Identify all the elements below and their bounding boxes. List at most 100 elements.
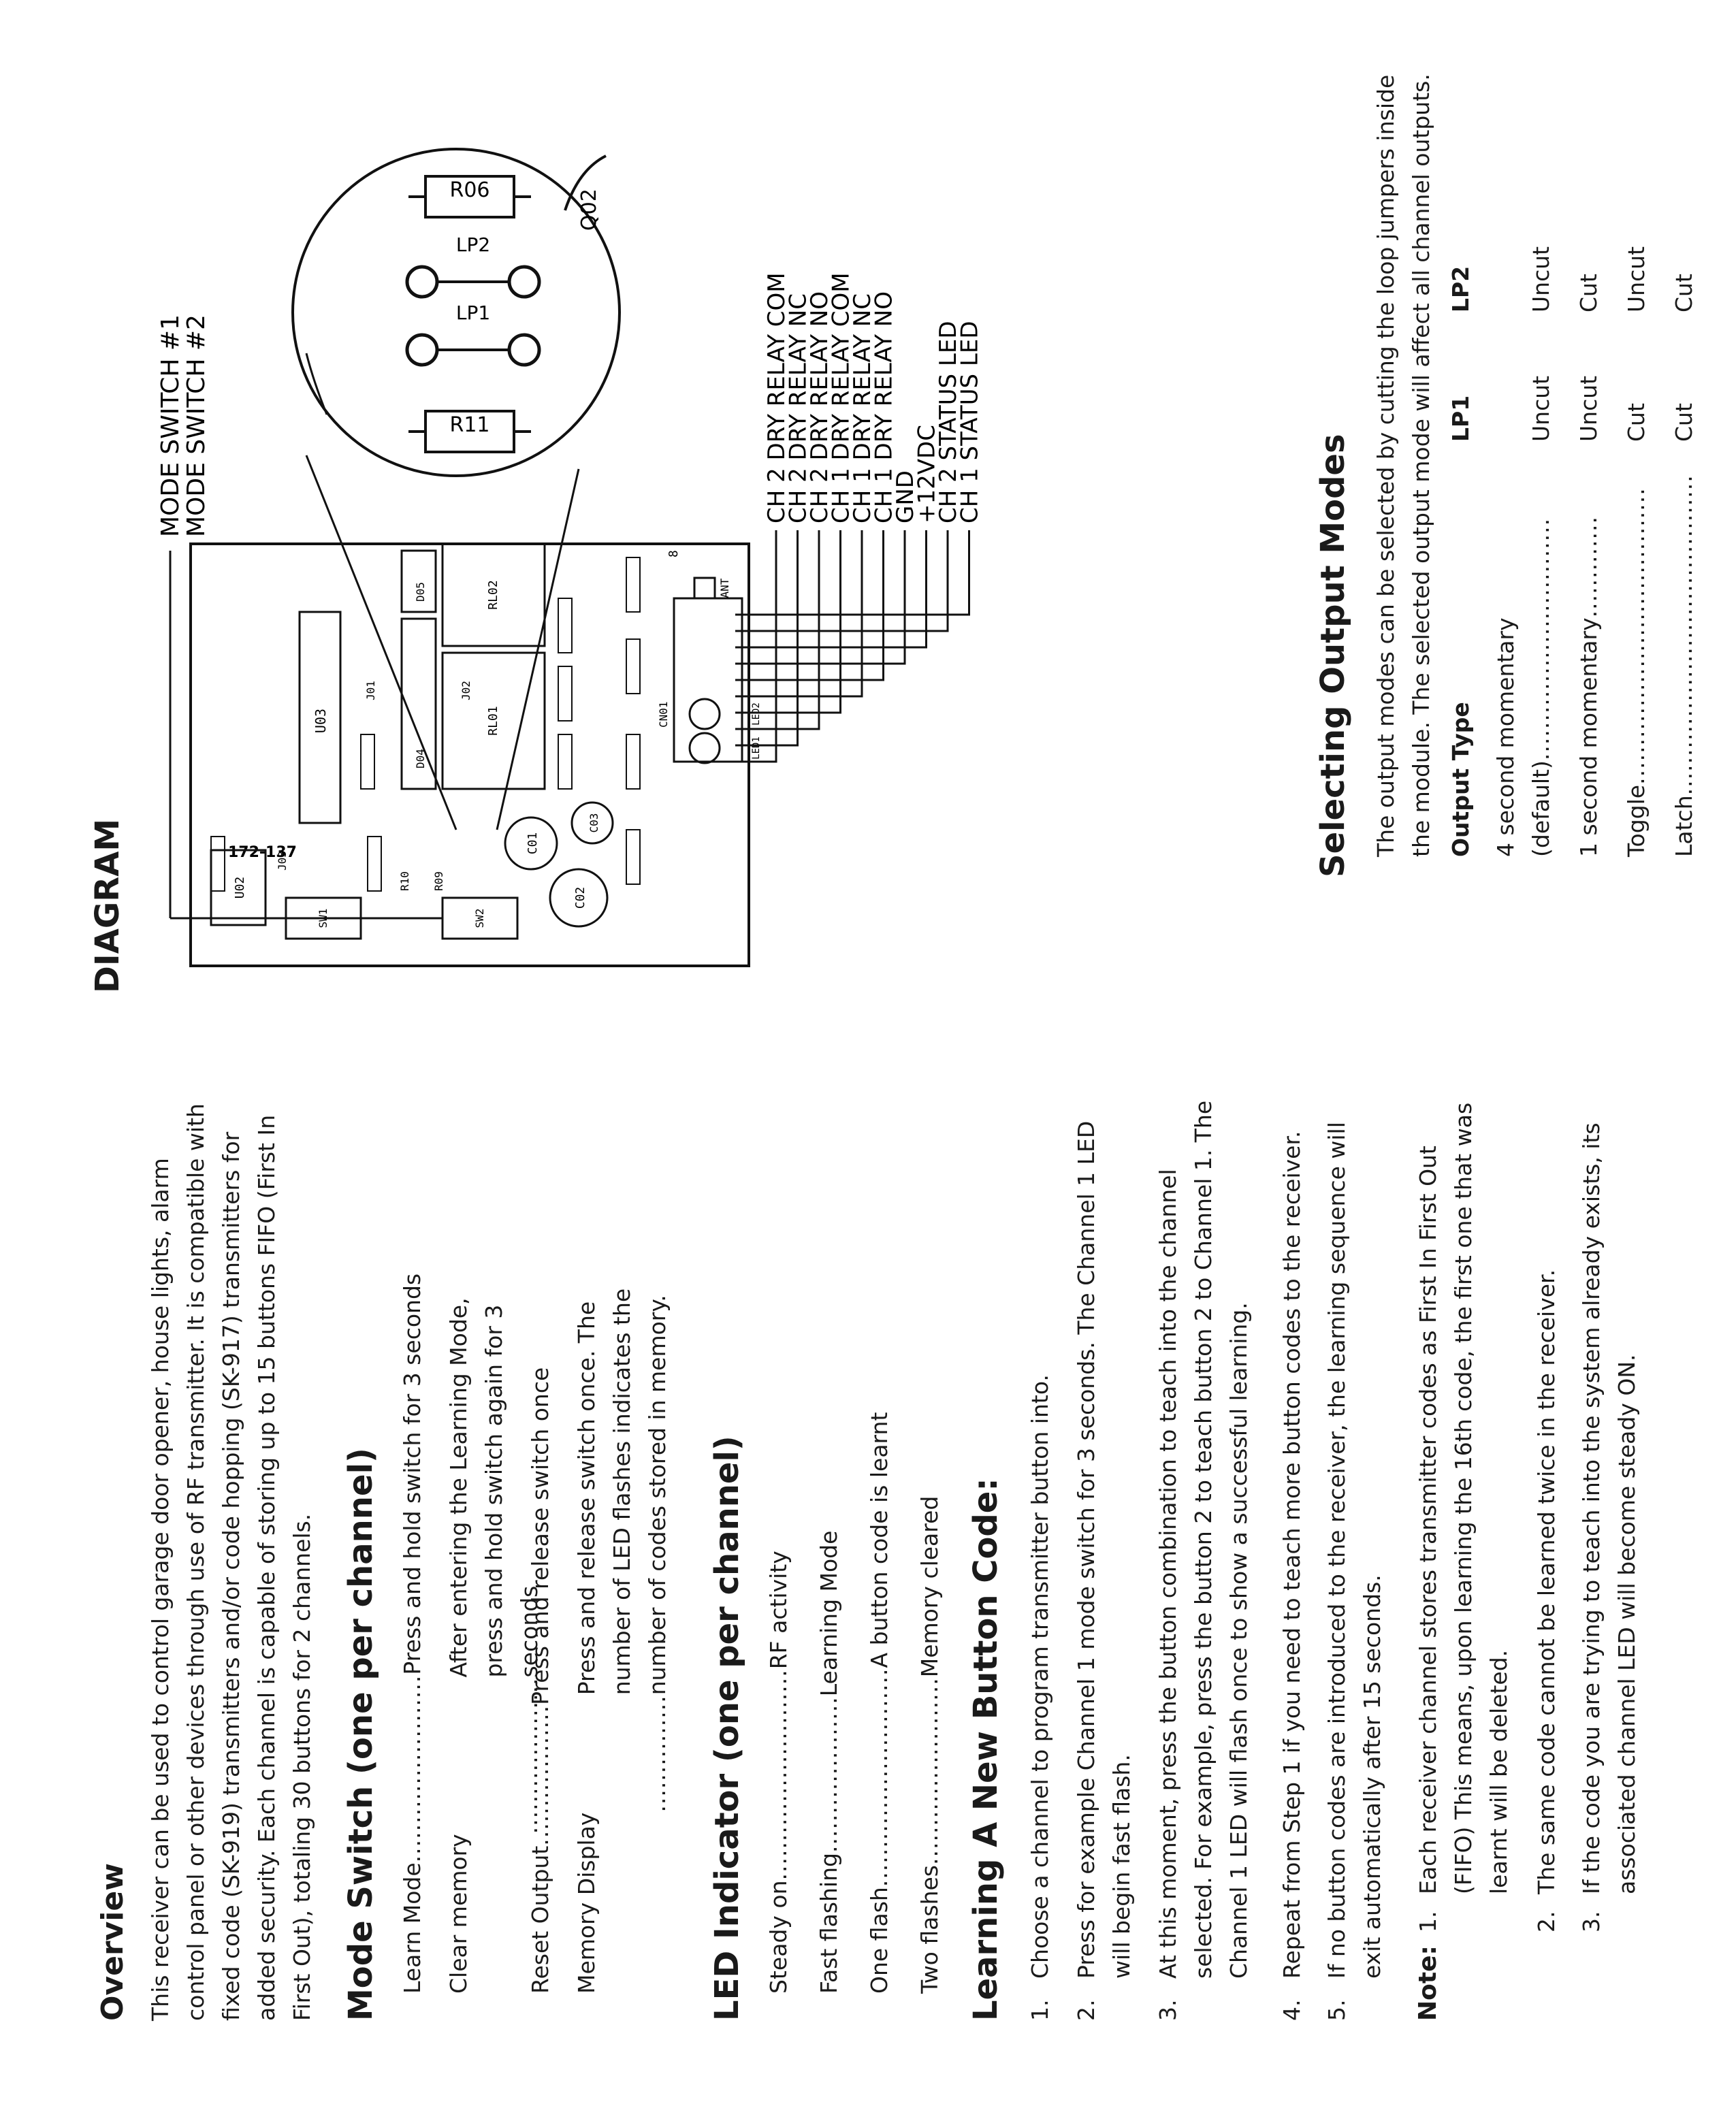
u03-chip	[298, 611, 342, 824]
lp2-label: LP2	[456, 233, 490, 256]
table-row-latch: Latch...................................…	[1671, 474, 1697, 857]
sw2-label: SW2	[473, 909, 486, 928]
step-2-num: 2.	[1073, 1999, 1099, 2022]
table-row-latch-lp2: Cut	[1671, 274, 1697, 312]
q02-outline	[564, 155, 607, 211]
table-row-toggle-lp1: Cut	[1623, 403, 1650, 442]
terminal-label: CH 2 DRY RELAY NO	[806, 291, 833, 523]
table-row-toggle-lp2: Uncut	[1623, 246, 1650, 312]
terminal-label: CH 1 DRY RELAY NC	[849, 293, 876, 523]
step-3-text: At this moment, press the button combina…	[1155, 1100, 1252, 1979]
board-label: 172-137	[228, 844, 297, 861]
step-2-text: Press for example Channel 1 mode switch …	[1073, 1120, 1135, 1979]
c03-cap	[570, 801, 614, 845]
terminal-label: GND	[892, 470, 919, 523]
led-row-two: Two flashes........................Memor…	[916, 1495, 943, 1994]
terminal-leader-line	[735, 530, 820, 730]
step-4-text: Repeat from Step 1 if you need to teach …	[1279, 1131, 1305, 1979]
lp1-label: LP1	[456, 302, 490, 324]
table-row-4s-lp2: Uncut	[1528, 246, 1554, 312]
mode-row-memory: Memory Display...............Press and r…	[573, 1288, 671, 1994]
terminal-label: CH 1 STATUS LED	[957, 321, 984, 523]
c02-label: C02	[573, 887, 588, 909]
u03-label: U03	[312, 709, 329, 733]
r09-label: R09	[432, 871, 445, 891]
mode-row-learn: Learn Mode........................Press …	[399, 1273, 425, 1994]
step-1-text: Choose a channel to program transmitter …	[1027, 1374, 1053, 1979]
note-3-num: 3.	[1578, 1911, 1605, 1933]
terminal-leader-line	[735, 530, 863, 698]
c01-label: C01	[526, 832, 540, 855]
j03-label: J03	[276, 851, 289, 871]
step-1-num: 1.	[1027, 1999, 1053, 2022]
led-row-fast: Fast flashing....................Learnin…	[816, 1530, 842, 1994]
terminal-label: CH 2 DRY RELAY COM	[763, 272, 790, 523]
q02-label: Q02	[577, 189, 601, 231]
terminal-leader-line	[735, 530, 841, 714]
learning-heading: Learning A New Button Code:	[967, 1478, 1005, 2021]
mode-switch-heading: Mode Switch (one per channel)	[342, 1448, 380, 2021]
zoom-line-top	[305, 455, 457, 830]
right-column: DIAGRAM R11 R06 LP1 LP2	[89, 13, 1697, 993]
d05-diode	[400, 549, 437, 613]
pin8-label: 8	[666, 550, 681, 557]
output-modes-text: The output modes can be selected by cutt…	[1372, 74, 1434, 857]
zoom-circle	[291, 148, 621, 477]
terminal-label: CH 1 DRY RELAY COM	[828, 272, 855, 523]
terminal-leader-line	[735, 530, 970, 616]
r06-label: R06	[449, 178, 489, 202]
note-2-text: The same code cannot be learned twice in…	[1533, 1269, 1560, 1894]
pcb-outline	[189, 542, 750, 967]
c01-cap	[504, 816, 558, 871]
terminal-leader-line	[735, 530, 927, 649]
d05-label: D05	[414, 582, 427, 602]
rl02-relay	[441, 542, 546, 647]
step-5-text: If no button codes are introduced to the…	[1323, 1122, 1385, 1979]
mode-row-reset: Reset Output..................Press and …	[527, 1367, 553, 1994]
led2-circle	[688, 698, 721, 730]
terminal-label: CH 1 DRY RELAY NO	[871, 291, 898, 523]
rl01-label: RL01	[486, 706, 500, 735]
d04-diode	[400, 617, 437, 790]
step-5-num: 5.	[1323, 1999, 1350, 2022]
note-1-num: 1.	[1415, 1911, 1441, 1933]
wiring-diagram: R11 R06 LP1 LP2 Q02 172-137 U03 U02 D04	[157, 148, 984, 967]
led-indicator-heading: LED Indicator (one per channel)	[708, 1436, 746, 2021]
table-row-latch-lp1: Cut	[1671, 403, 1697, 442]
table-row-toggle: Toggle..................................…	[1623, 487, 1650, 857]
terminal-label: CH 2 DRY RELAY NC	[785, 293, 812, 523]
mode-switch-1-label: MODE SWITCH #1	[157, 314, 184, 537]
col-header-lp2: LP2	[1447, 265, 1474, 312]
note-3-text: If the code you are trying to teach into…	[1578, 1122, 1640, 1894]
table-row-1s: 1 second momentary.............	[1575, 516, 1602, 857]
rl02-label: RL02	[486, 580, 500, 609]
led-row-steady: Steady on...........................RF a…	[765, 1551, 792, 1994]
terminal-leader-line	[735, 530, 799, 747]
terminal-leader-line	[735, 530, 906, 665]
terminal-leader-line	[735, 530, 777, 763]
note-label: Note:	[1414, 1945, 1442, 2021]
j02-label: J02	[460, 681, 472, 700]
table-row-4s: (default)...............................	[1528, 517, 1554, 857]
u02-label: U02	[233, 877, 247, 899]
r11-label: R11	[449, 413, 489, 437]
mode-switch-2-label: MODE SWITCH #2	[182, 314, 210, 537]
cn01-label: CN01	[657, 701, 670, 728]
led1-circle	[688, 732, 721, 764]
zoom-line-bottom	[496, 468, 580, 830]
overview-heading: Overview	[95, 1863, 130, 2021]
c03-label: C03	[588, 813, 600, 833]
output-modes-heading: Selecting Output Modes	[1314, 434, 1352, 877]
c02-cap	[549, 868, 609, 928]
table-row-4s-line1: 4 second momentary	[1492, 617, 1519, 857]
terminal-leaders	[735, 530, 970, 763]
table-row-1s-lp1: Uncut	[1575, 375, 1602, 442]
terminal-label: +12VDC	[914, 425, 941, 523]
col-header-lp1: LP1	[1447, 395, 1474, 442]
d04-label: D04	[414, 749, 427, 768]
r10-label: R10	[398, 871, 411, 891]
led-row-one: One flash............................A b…	[866, 1412, 893, 1994]
terminal-leader-line	[735, 530, 949, 632]
